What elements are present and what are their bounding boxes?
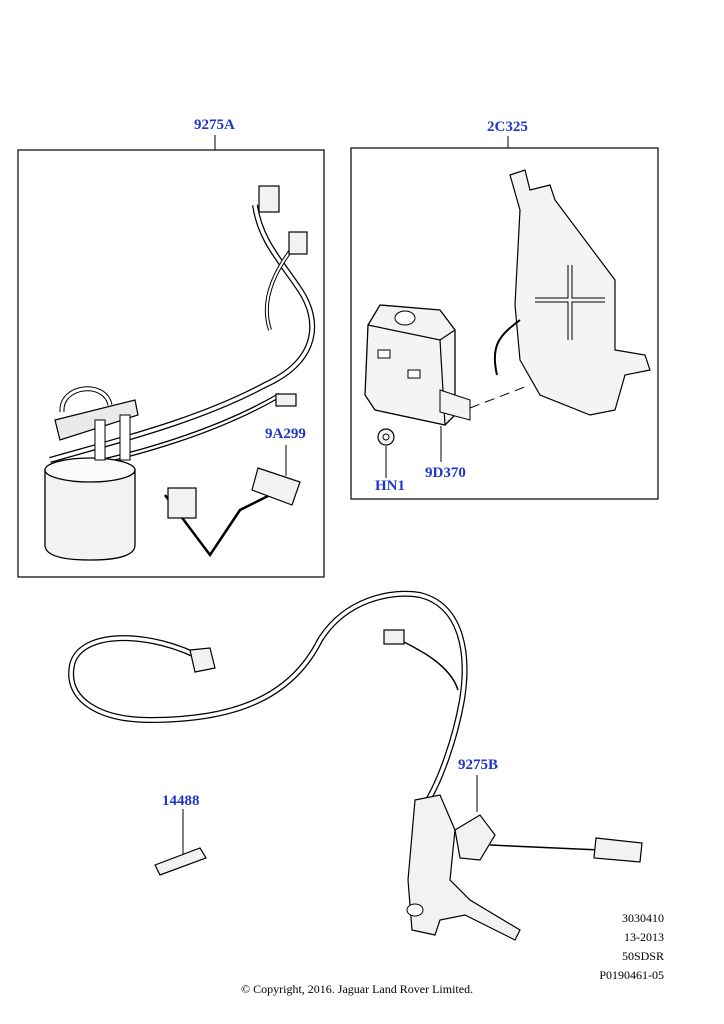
callout-fuel-pump-assembly[interactable]: 9275A [194,117,235,133]
callout-nut[interactable]: HN1 [375,478,405,494]
reference-code-block: 3030410 13-2013 50SDSR P0190461-05 [599,909,664,985]
fuel-pump-panel [17,135,325,578]
reference-code: 13-2013 [624,930,664,944]
secondary-pump-group [68,590,643,941]
control-module-panel [350,136,659,500]
reference-code: 50SDSR [621,949,664,963]
callout-control-module[interactable]: 9D370 [425,465,466,481]
reference-code: 3030410 [622,911,664,925]
callout-tube-connector[interactable]: 14488 [162,793,200,809]
copyright-notice: © Copyright, 2016. Jaguar Land Rover Lim… [241,982,474,996]
callout-bracket[interactable]: 2C325 [487,119,528,135]
reference-code: P0190461-05 [599,968,664,982]
callout-fuel-pump-secondary[interactable]: 9275B [458,757,499,773]
callout-fuel-level-sender[interactable]: 9A299 [265,426,306,442]
